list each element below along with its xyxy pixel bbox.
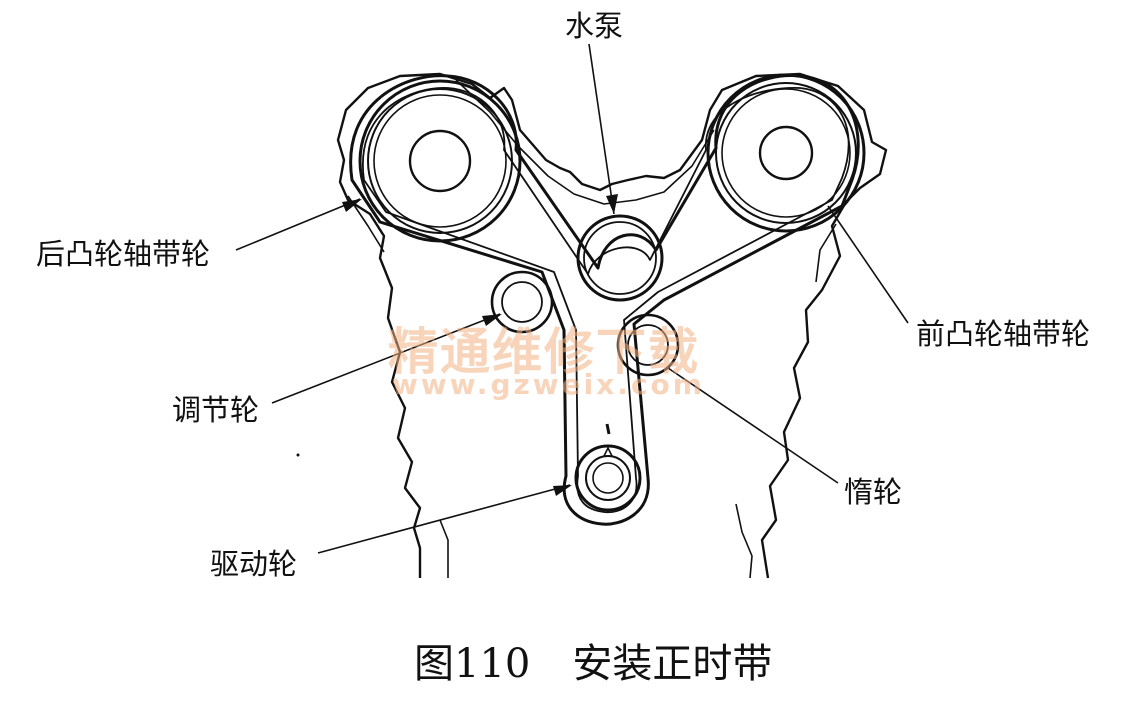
watermark-title: 精通维修下载 [388, 323, 700, 381]
figure-number: 图110 [414, 641, 531, 687]
leader-arrowheads [342, 194, 618, 496]
arrow-water-pump [606, 194, 618, 214]
stray-dot [296, 453, 300, 457]
timing-belt [349, 74, 860, 526]
leader-idler [667, 367, 839, 484]
label-drive: 驱动轮 [210, 547, 298, 581]
leader-drive [317, 484, 571, 554]
label-idler: 惰轮 [844, 475, 903, 509]
figure-caption: 图110 安装正时带 [414, 644, 772, 684]
arrow-rear-cam [342, 199, 362, 212]
figure-title: 安装正时带 [572, 641, 773, 687]
label-rear-cam-pulley: 后凸轮轴带轮 [36, 237, 211, 271]
idler-pulley [616, 313, 680, 377]
leader-lines [235, 43, 909, 554]
arrow-adjuster [482, 314, 502, 326]
watermark-url: www.gzweix.com [392, 368, 705, 401]
front-cam-pulley [706, 73, 866, 233]
leader-adjuster [271, 313, 501, 404]
label-front-cam-pulley: 前凸轮轴带轮 [916, 317, 1091, 351]
arrow-drive [553, 485, 572, 496]
water-pump-pulley [576, 214, 664, 302]
label-water-pump: 水泵 [565, 9, 624, 43]
rear-cam-pulley [358, 79, 522, 243]
drive-pulley [574, 423, 642, 512]
leader-rear-cam [235, 198, 361, 251]
adjuster-pulley [490, 270, 554, 334]
label-adjuster: 调节轮 [172, 393, 260, 427]
leader-front-cam [827, 205, 909, 324]
leader-water-pump [588, 43, 615, 215]
